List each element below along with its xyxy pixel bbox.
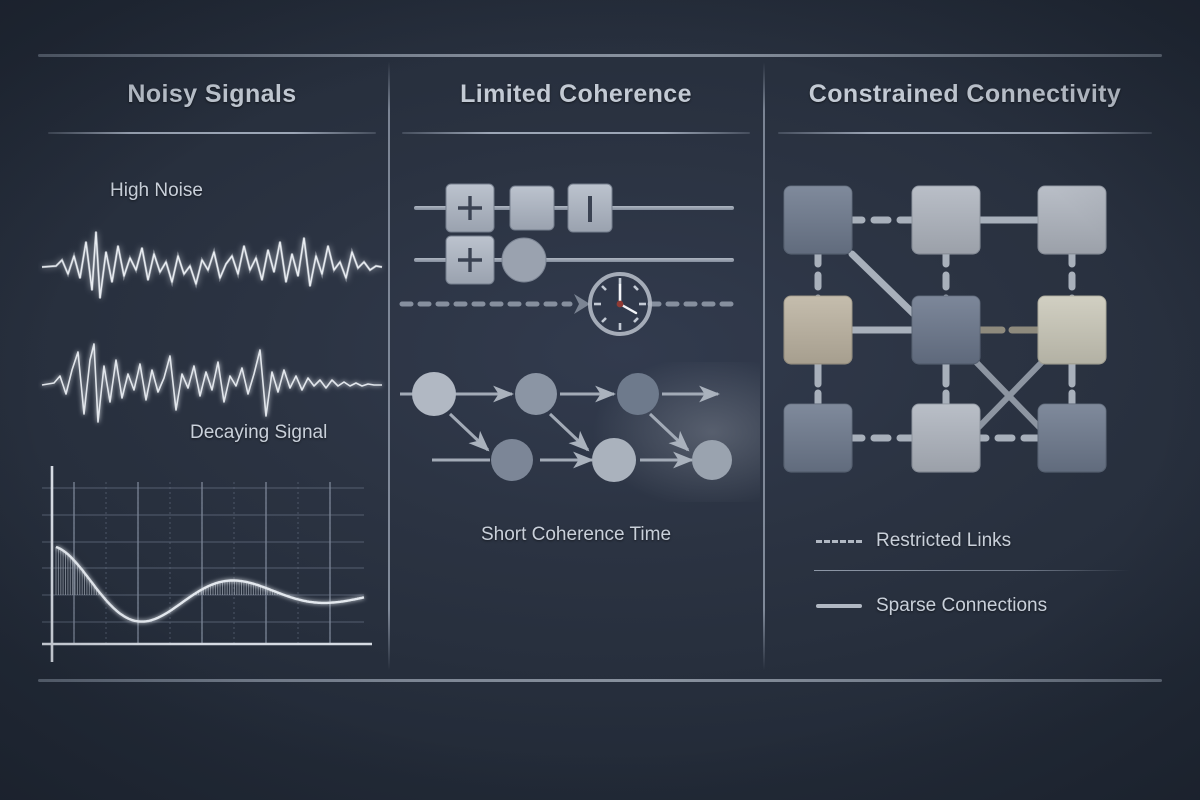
column-underline [48,132,376,134]
network-node [911,295,981,365]
label-high-noise: High Noise [110,180,203,201]
network-node [911,185,981,255]
legend-item-sparse-connections: Sparse Connections [816,595,1047,617]
column-constrained-connectivity: Constrained Connectivity [768,62,1162,672]
network-node [1037,185,1107,255]
network-node [783,403,853,473]
waveform-high-noise-2 [41,343,382,423]
connectivity-network-grid [783,185,1107,473]
gate-blank [509,185,555,231]
column-title-noisy-signals: Noisy Signals [127,80,297,108]
solid-line-icon [816,604,862,608]
legend-label-restricted-links: Restricted Links [876,530,1012,551]
coherence-timeline [399,294,735,314]
dashed-line-icon [816,539,862,543]
link-diagonal [848,250,924,324]
waveform-high-noise-1 [41,231,383,299]
top-frame-rule [38,54,1162,57]
column-underline [778,132,1152,134]
gate-plus-1 [445,183,495,233]
gate-plus-2 [445,235,495,285]
link-diagonal [973,359,1045,433]
legend-label-sparse-connections: Sparse Connections [876,595,1048,616]
network-node [1037,403,1107,473]
column-divider-1 [388,62,390,670]
network-node [783,295,853,365]
timeline-arrow [574,294,590,314]
quantum-circuit-diagram [399,183,735,336]
gate-identity [567,183,613,233]
clock-icon [588,272,652,336]
decaying-signal-chart [42,466,372,662]
label-decaying-signal: Decaying Signal [190,422,328,443]
coherence-flow-diagram [400,362,760,502]
circuit-node-dot [501,237,547,283]
label-short-coherence-time: Short Coherence Time [480,524,672,545]
column-title-limited-coherence: Limited Coherence [460,80,692,108]
column-noisy-signals: Noisy Signals High Noise Decaying Signal [38,62,386,672]
legend-divider [814,570,1130,571]
bottom-frame-rule [38,679,1162,682]
network-node [911,403,981,473]
network-node [1037,295,1107,365]
column-limited-coherence: Limited Coherence [392,62,760,672]
column-title-constrained-connectivity: Constrained Connectivity [808,80,1122,108]
column-divider-2 [763,62,765,670]
legend-item-restricted-links: Restricted Links [816,530,1011,552]
network-node [783,185,853,255]
column-underline [402,132,750,134]
flow-node [412,372,732,482]
